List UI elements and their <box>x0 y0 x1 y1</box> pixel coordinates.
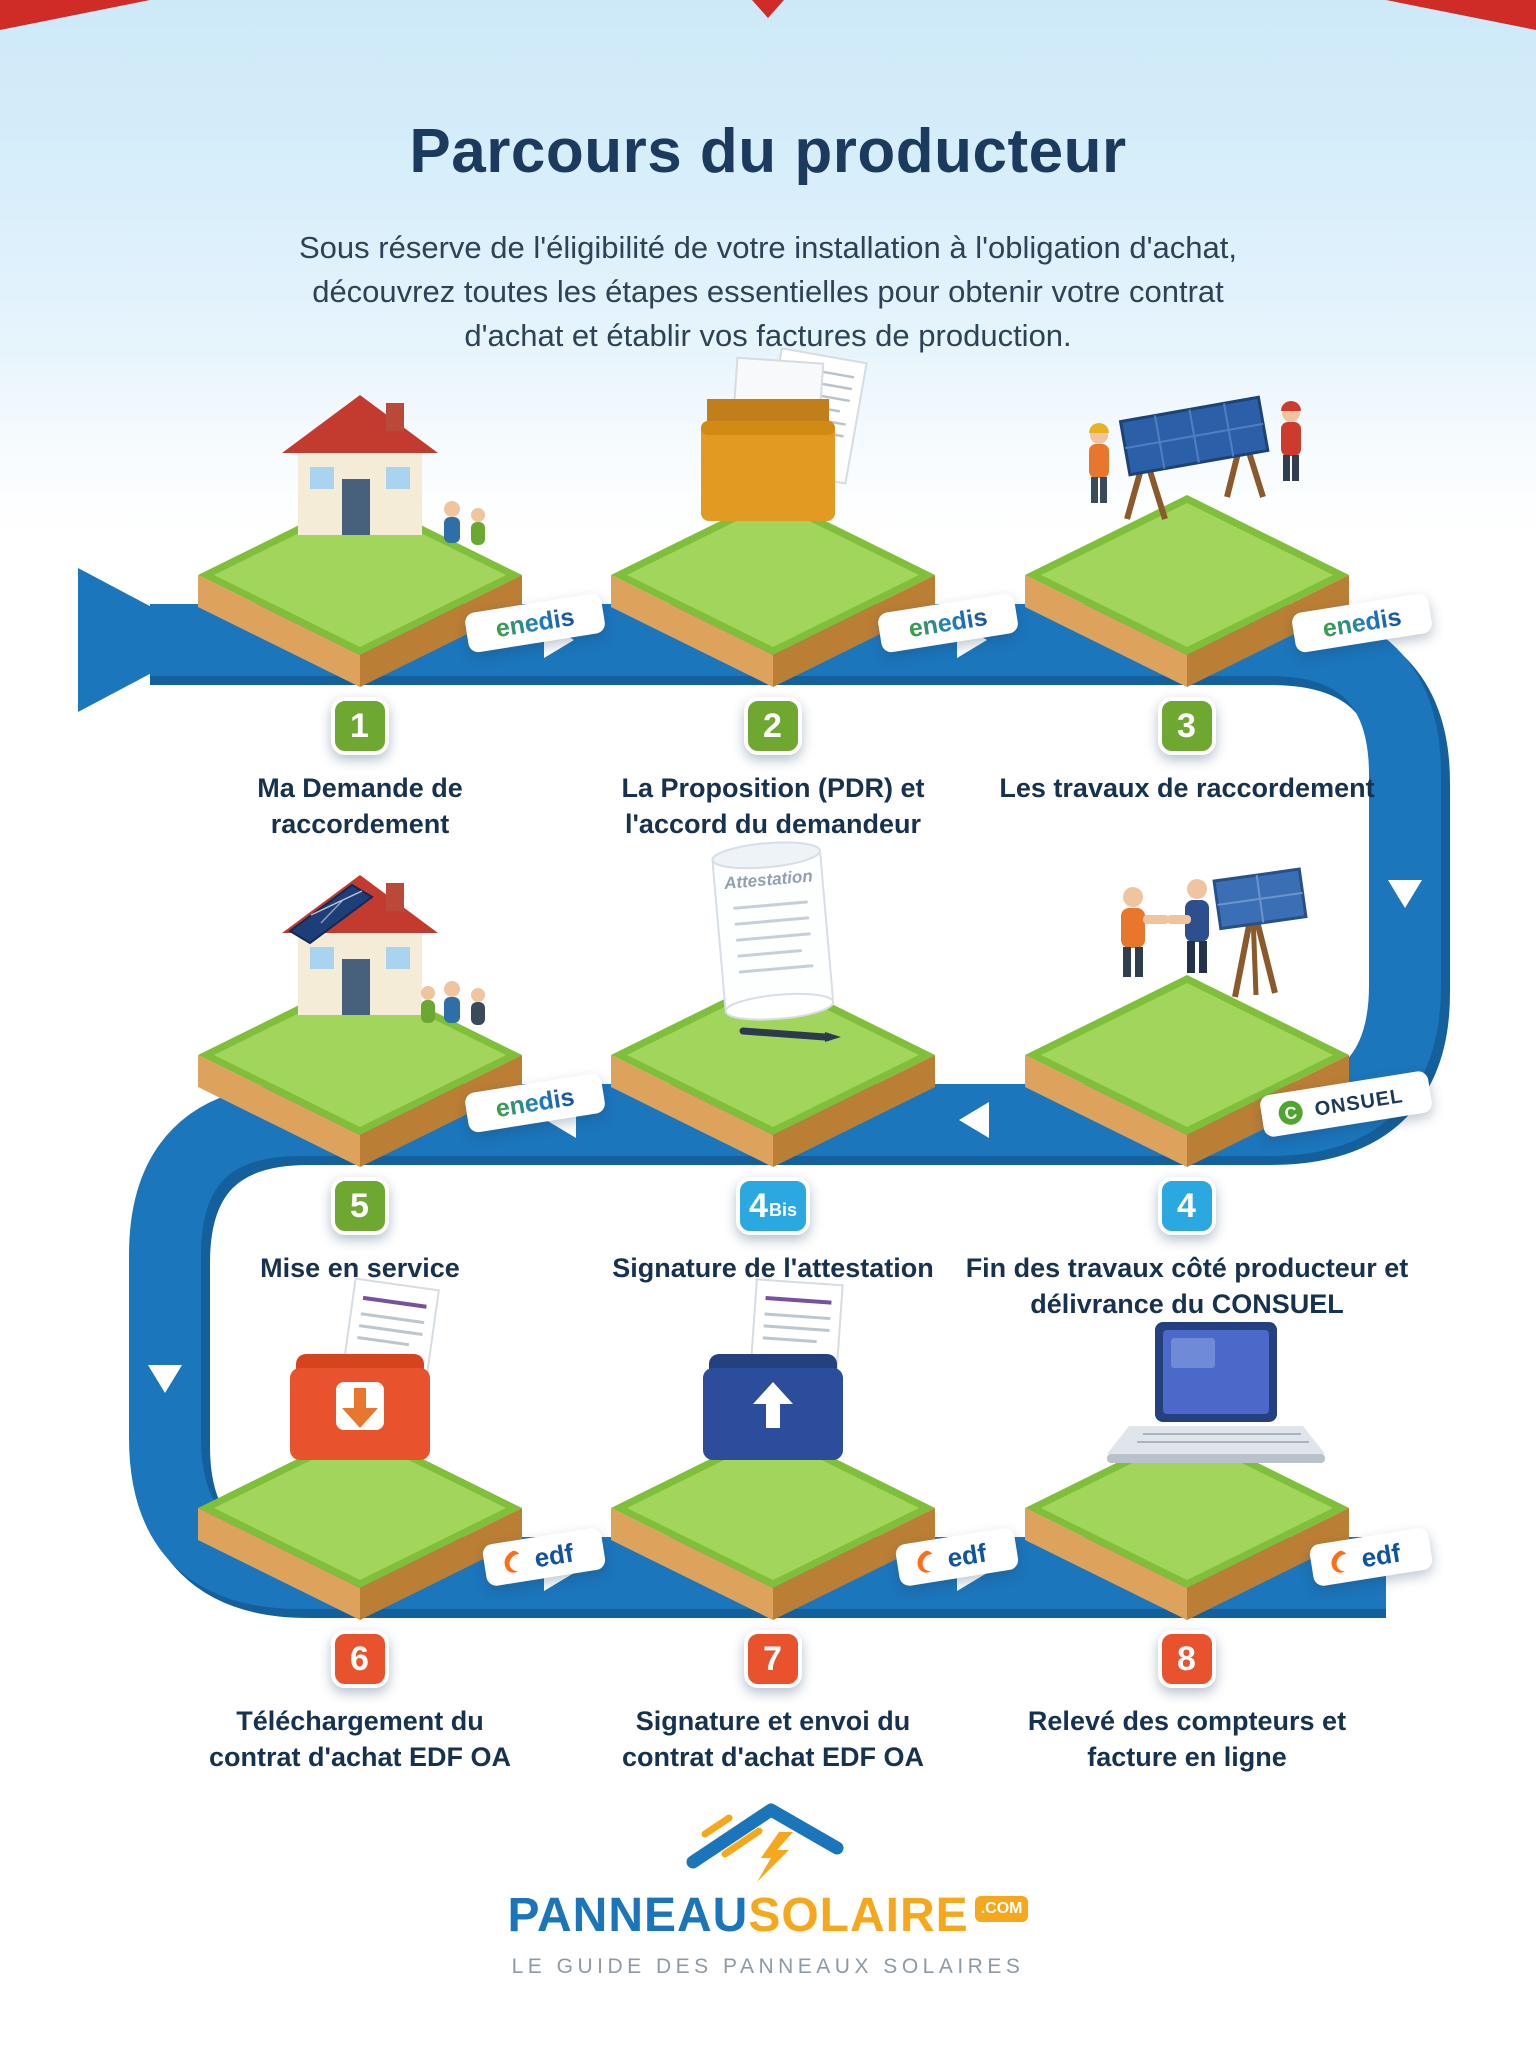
edf-flame-icon <box>917 1550 933 1573</box>
platform-base <box>198 495 522 687</box>
platform-base <box>611 495 935 687</box>
handshake-illustration <box>1025 867 1349 1167</box>
edf-logo: edf <box>917 1538 989 1574</box>
installation-work-illustration <box>1025 395 1349 687</box>
platform-base <box>198 975 522 1167</box>
step-number-badge: 3 <box>1158 697 1216 755</box>
page-title: Parcours du producteur <box>409 117 1127 186</box>
panneau-solaire-logo-icon <box>686 1803 844 1882</box>
proposal-documents-illustration <box>611 347 935 687</box>
edf-flame-icon <box>1331 1550 1347 1573</box>
edf-logo: edf <box>1331 1538 1403 1574</box>
step-number: 3 <box>1177 706 1196 745</box>
enedis-logo-plate: enedis <box>463 592 607 654</box>
edf-flame-icon <box>504 1550 520 1573</box>
consuel-logo-letter: C <box>1283 1103 1298 1124</box>
enedis-logo-plate: enedis <box>876 592 1020 654</box>
step-8: edf 8 Relevé des compteurs et facture en… <box>977 1236 1434 1816</box>
consuel-circle-icon <box>1278 1100 1303 1125</box>
laptop-illustration <box>1025 1322 1349 1620</box>
solar-house-illustration <box>198 875 522 1167</box>
edf-logo-text: edf <box>945 1538 989 1574</box>
step-number-badge: 7 <box>744 1630 802 1688</box>
brand-suffix-com: .COM <box>974 1896 1029 1922</box>
step-number-badge: 8 <box>1158 1630 1216 1688</box>
step-number: 4 <box>1177 1186 1196 1225</box>
step-number-badge: 6 <box>331 1630 389 1688</box>
step-caption: La Proposition (PDR) et l'accord du dema… <box>621 773 925 839</box>
enedis-logo-plate: enedis <box>1290 592 1434 654</box>
edf-logo-text: edf <box>532 1538 576 1574</box>
step-1: enedis 1 Ma Demande de raccordement <box>150 303 607 883</box>
step-caption: Signature et envoi du contrat d'achat ED… <box>622 1706 924 1772</box>
consuel-logo-plate: C ONSUEL <box>1258 1069 1434 1139</box>
flow-arrow-down-icon <box>1388 880 1422 908</box>
step-2: enedis 2 La Proposition (PDR) et l'accor… <box>563 303 1020 883</box>
step-7: edf 7 Signature et envoi du contrat d'ac… <box>563 1236 1020 1816</box>
platform-base <box>611 975 935 1167</box>
brand-part-solaire: SOLAIRE <box>748 1889 969 1942</box>
step-3: enedis 3 Les travaux de raccordement <box>977 303 1434 883</box>
step-caption: Mise en service <box>260 1253 460 1283</box>
page-subtitle: Sous réserve de l'éligibilité de votre i… <box>299 230 1237 354</box>
step-5: enedis 5 Mise en service <box>150 783 607 1363</box>
platform-base <box>1025 1428 1349 1620</box>
brand-part-panneau: PANNEAU <box>507 1889 749 1942</box>
download-contract-illustration <box>198 1277 522 1620</box>
enedis-logo-plate: enedis <box>463 1072 607 1134</box>
upload-arrow-icon <box>753 1382 793 1428</box>
step-caption: Signature de l'attestation <box>612 1253 934 1283</box>
flow-start-arrow <box>78 568 214 712</box>
upload-contract-illustration <box>611 1278 935 1620</box>
footer-brand: PANNEAUSOLAIRE.COM LE GUIDE DES PANNEAUX… <box>0 1788 1536 1979</box>
lightning-bolt-icon <box>757 1832 793 1882</box>
step-number: 7 <box>763 1639 782 1678</box>
flow-arrow-down-icon <box>148 1365 182 1393</box>
edf-logo-plate: edf <box>1308 1526 1434 1588</box>
step-number-badge: 5 <box>331 1177 389 1235</box>
step-number: 1 <box>350 706 369 745</box>
step-number: 5 <box>350 1186 369 1225</box>
edf-logo-text: edf <box>1359 1538 1403 1574</box>
step-caption: Relevé des compteurs et facture en ligne <box>1027 1706 1347 1772</box>
edf-logo: edf <box>504 1538 576 1574</box>
edf-logo-plate: edf <box>894 1526 1020 1588</box>
pen-icon <box>739 1027 841 1042</box>
step-4: C ONSUEL 4 Fin des travaux côté producte… <box>966 783 1434 1363</box>
house-illustration <box>198 395 522 687</box>
step-6: edf 6 Téléchargement du contrat d'achat … <box>150 1236 607 1816</box>
attestation-document-illustration: Attestation <box>611 841 935 1167</box>
step-number-badge: 1 <box>331 697 389 755</box>
step-caption: Fin des travaux côté producteur et déliv… <box>965 1253 1409 1319</box>
platform-base <box>198 1428 522 1620</box>
step-number: 2 <box>763 706 782 745</box>
top-center-red-decoration <box>752 0 784 18</box>
download-arrow-icon <box>342 1388 378 1428</box>
step-number-badge: 4 <box>1158 1177 1216 1235</box>
step-number-suffix: Bis <box>768 1200 797 1220</box>
brand-wordmark: PANNEAUSOLAIRE.COM <box>0 1888 1536 1943</box>
step-number: 8 <box>1177 1639 1196 1678</box>
enedis-logo-text: enedis <box>1321 603 1404 643</box>
consuel-logo-text: ONSUEL <box>1313 1085 1405 1121</box>
step-number: 6 <box>350 1639 369 1678</box>
step-caption: Téléchargement du contrat d'achat EDF OA <box>209 1706 511 1772</box>
step-caption: Les travaux de raccordement <box>999 773 1375 803</box>
top-left-red-decoration <box>0 0 150 30</box>
platform-base <box>1025 975 1349 1167</box>
step-number-badge: 2 <box>744 697 802 755</box>
platform-base <box>1025 495 1349 687</box>
roof-icon <box>686 1803 844 1869</box>
flow-arrow-left-icon <box>959 1102 989 1138</box>
top-right-red-decoration <box>1386 0 1536 30</box>
brand-tagline: LE GUIDE DES PANNEAUX SOLAIRES <box>511 1955 1025 1978</box>
step-number: 4 <box>749 1186 768 1225</box>
platform-base <box>611 1428 935 1620</box>
edf-logo-plate: edf <box>481 1526 607 1588</box>
step-caption: Ma Demande de raccordement <box>257 773 463 839</box>
